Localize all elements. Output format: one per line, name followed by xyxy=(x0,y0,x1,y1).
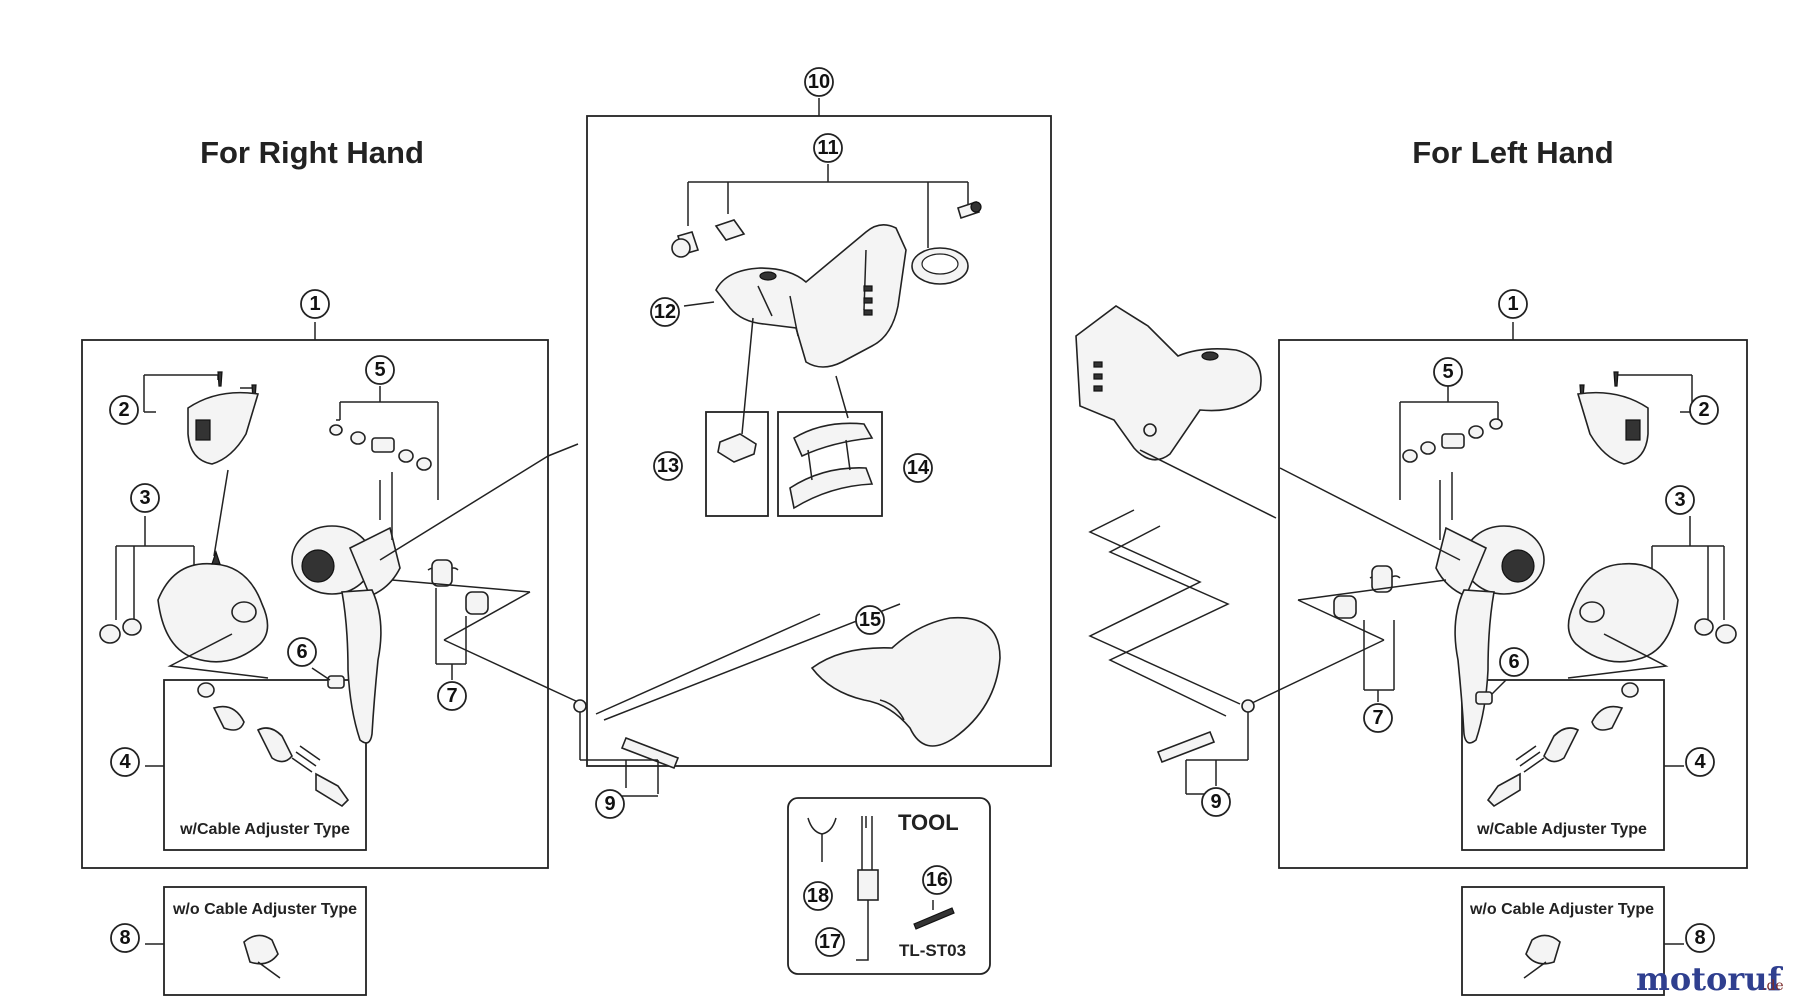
callout-12: 12 xyxy=(650,297,680,327)
callout-9-left: 9 xyxy=(1201,787,1231,817)
callout-10: 10 xyxy=(804,67,834,97)
callout-8-right: 8 xyxy=(110,923,140,953)
callout-16: 16 xyxy=(922,865,952,895)
callout-1-right: 1 xyxy=(300,289,330,319)
right-no-adjuster-box xyxy=(163,886,367,996)
svg-text:1: 1 xyxy=(1507,293,1518,315)
callout-2-right: 2 xyxy=(109,395,139,425)
callout-15: 15 xyxy=(855,605,885,635)
svg-text:motoruf: motoruf xyxy=(1636,960,1783,998)
svg-text:7: 7 xyxy=(1372,707,1383,729)
part-13-box xyxy=(705,411,769,517)
right-without-adjuster-label: w/o Cable Adjuster Type xyxy=(172,901,357,918)
left-cable-pin-drawing xyxy=(1088,449,1277,795)
right-hand-lever-drawing xyxy=(99,371,579,979)
callout-18: 18 xyxy=(803,881,833,911)
right-with-adjuster-label: w/Cable Adjuster Type xyxy=(179,821,350,838)
svg-text:5: 5 xyxy=(374,359,385,381)
svg-text:14: 14 xyxy=(907,457,930,479)
left-hand-assembly-box xyxy=(1278,322,1748,869)
callout-3-right: 3 xyxy=(130,483,160,513)
callout-1-left: 1 xyxy=(1498,289,1528,319)
callout-11: 11 xyxy=(813,133,843,163)
svg-text:15: 15 xyxy=(859,609,881,631)
svg-text:18: 18 xyxy=(807,885,829,907)
svg-text:5: 5 xyxy=(1442,361,1453,383)
callout-7-left: 7 xyxy=(1363,703,1393,733)
callout-6-right: 6 xyxy=(287,637,317,667)
tool-code-label: TL-ST03 xyxy=(899,941,966,960)
watermark-logo: motoruf .de xyxy=(1636,960,1784,998)
right-hand-assembly-box xyxy=(81,322,549,869)
heading-left-hand: For Left Hand xyxy=(1412,135,1614,170)
svg-text:2: 2 xyxy=(118,399,129,421)
callout-4-left: 4 xyxy=(1685,747,1715,777)
svg-text:9: 9 xyxy=(1210,791,1221,813)
left-no-adjuster-box xyxy=(1461,886,1665,996)
callout-5-left: 5 xyxy=(1433,357,1463,387)
callout-4-right: 4 xyxy=(110,747,140,777)
svg-text:11: 11 xyxy=(817,137,838,159)
svg-text:7: 7 xyxy=(446,685,457,707)
svg-text:4: 4 xyxy=(1694,751,1706,773)
svg-text:.de: .de xyxy=(1762,978,1784,994)
left-with-adjuster-label: w/Cable Adjuster Type xyxy=(1476,821,1647,838)
part-14-box xyxy=(777,411,883,517)
bracket-drawing xyxy=(671,164,1001,747)
bracket-assembly-box xyxy=(586,98,1052,767)
left-without-adjuster-label: w/o Cable Adjuster Type xyxy=(1469,901,1654,918)
tool-drawing xyxy=(807,816,955,961)
callout-2-left: 2 xyxy=(1689,395,1719,425)
left-hand-lever-drawing xyxy=(1249,371,1737,979)
heading-right-hand: For Right Hand xyxy=(200,135,424,170)
svg-text:8: 8 xyxy=(1694,927,1705,949)
svg-text:3: 3 xyxy=(1674,489,1685,511)
svg-text:8: 8 xyxy=(119,927,130,949)
callout-17: 17 xyxy=(815,927,845,957)
svg-text:16: 16 xyxy=(926,869,948,891)
tool-box xyxy=(787,797,991,975)
svg-text:9: 9 xyxy=(604,793,615,815)
svg-text:12: 12 xyxy=(654,301,676,323)
svg-text:3: 3 xyxy=(139,487,150,509)
svg-text:13: 13 xyxy=(657,455,679,477)
left-bracket-drawing xyxy=(1075,305,1262,461)
left-cable-adjuster-box xyxy=(1461,679,1665,851)
right-cable-pin-drawing xyxy=(547,443,901,797)
svg-text:6: 6 xyxy=(296,641,307,663)
callout-14: 14 xyxy=(903,453,933,483)
svg-text:17: 17 xyxy=(819,931,841,953)
svg-text:10: 10 xyxy=(808,71,830,93)
callout-8-left: 8 xyxy=(1685,923,1715,953)
callout-9-right: 9 xyxy=(595,789,625,819)
callout-3-left: 3 xyxy=(1665,485,1695,515)
callout-5-right: 5 xyxy=(365,355,395,385)
tool-heading: TOOL xyxy=(898,810,959,835)
svg-text:6: 6 xyxy=(1508,651,1519,673)
callout-6-left: 6 xyxy=(1499,647,1529,677)
callout-7-right: 7 xyxy=(437,681,467,711)
svg-text:1: 1 xyxy=(309,293,320,315)
svg-text:2: 2 xyxy=(1698,399,1709,421)
callout-13: 13 xyxy=(653,451,683,481)
svg-text:4: 4 xyxy=(119,751,131,773)
right-cable-adjuster-box xyxy=(163,679,367,851)
